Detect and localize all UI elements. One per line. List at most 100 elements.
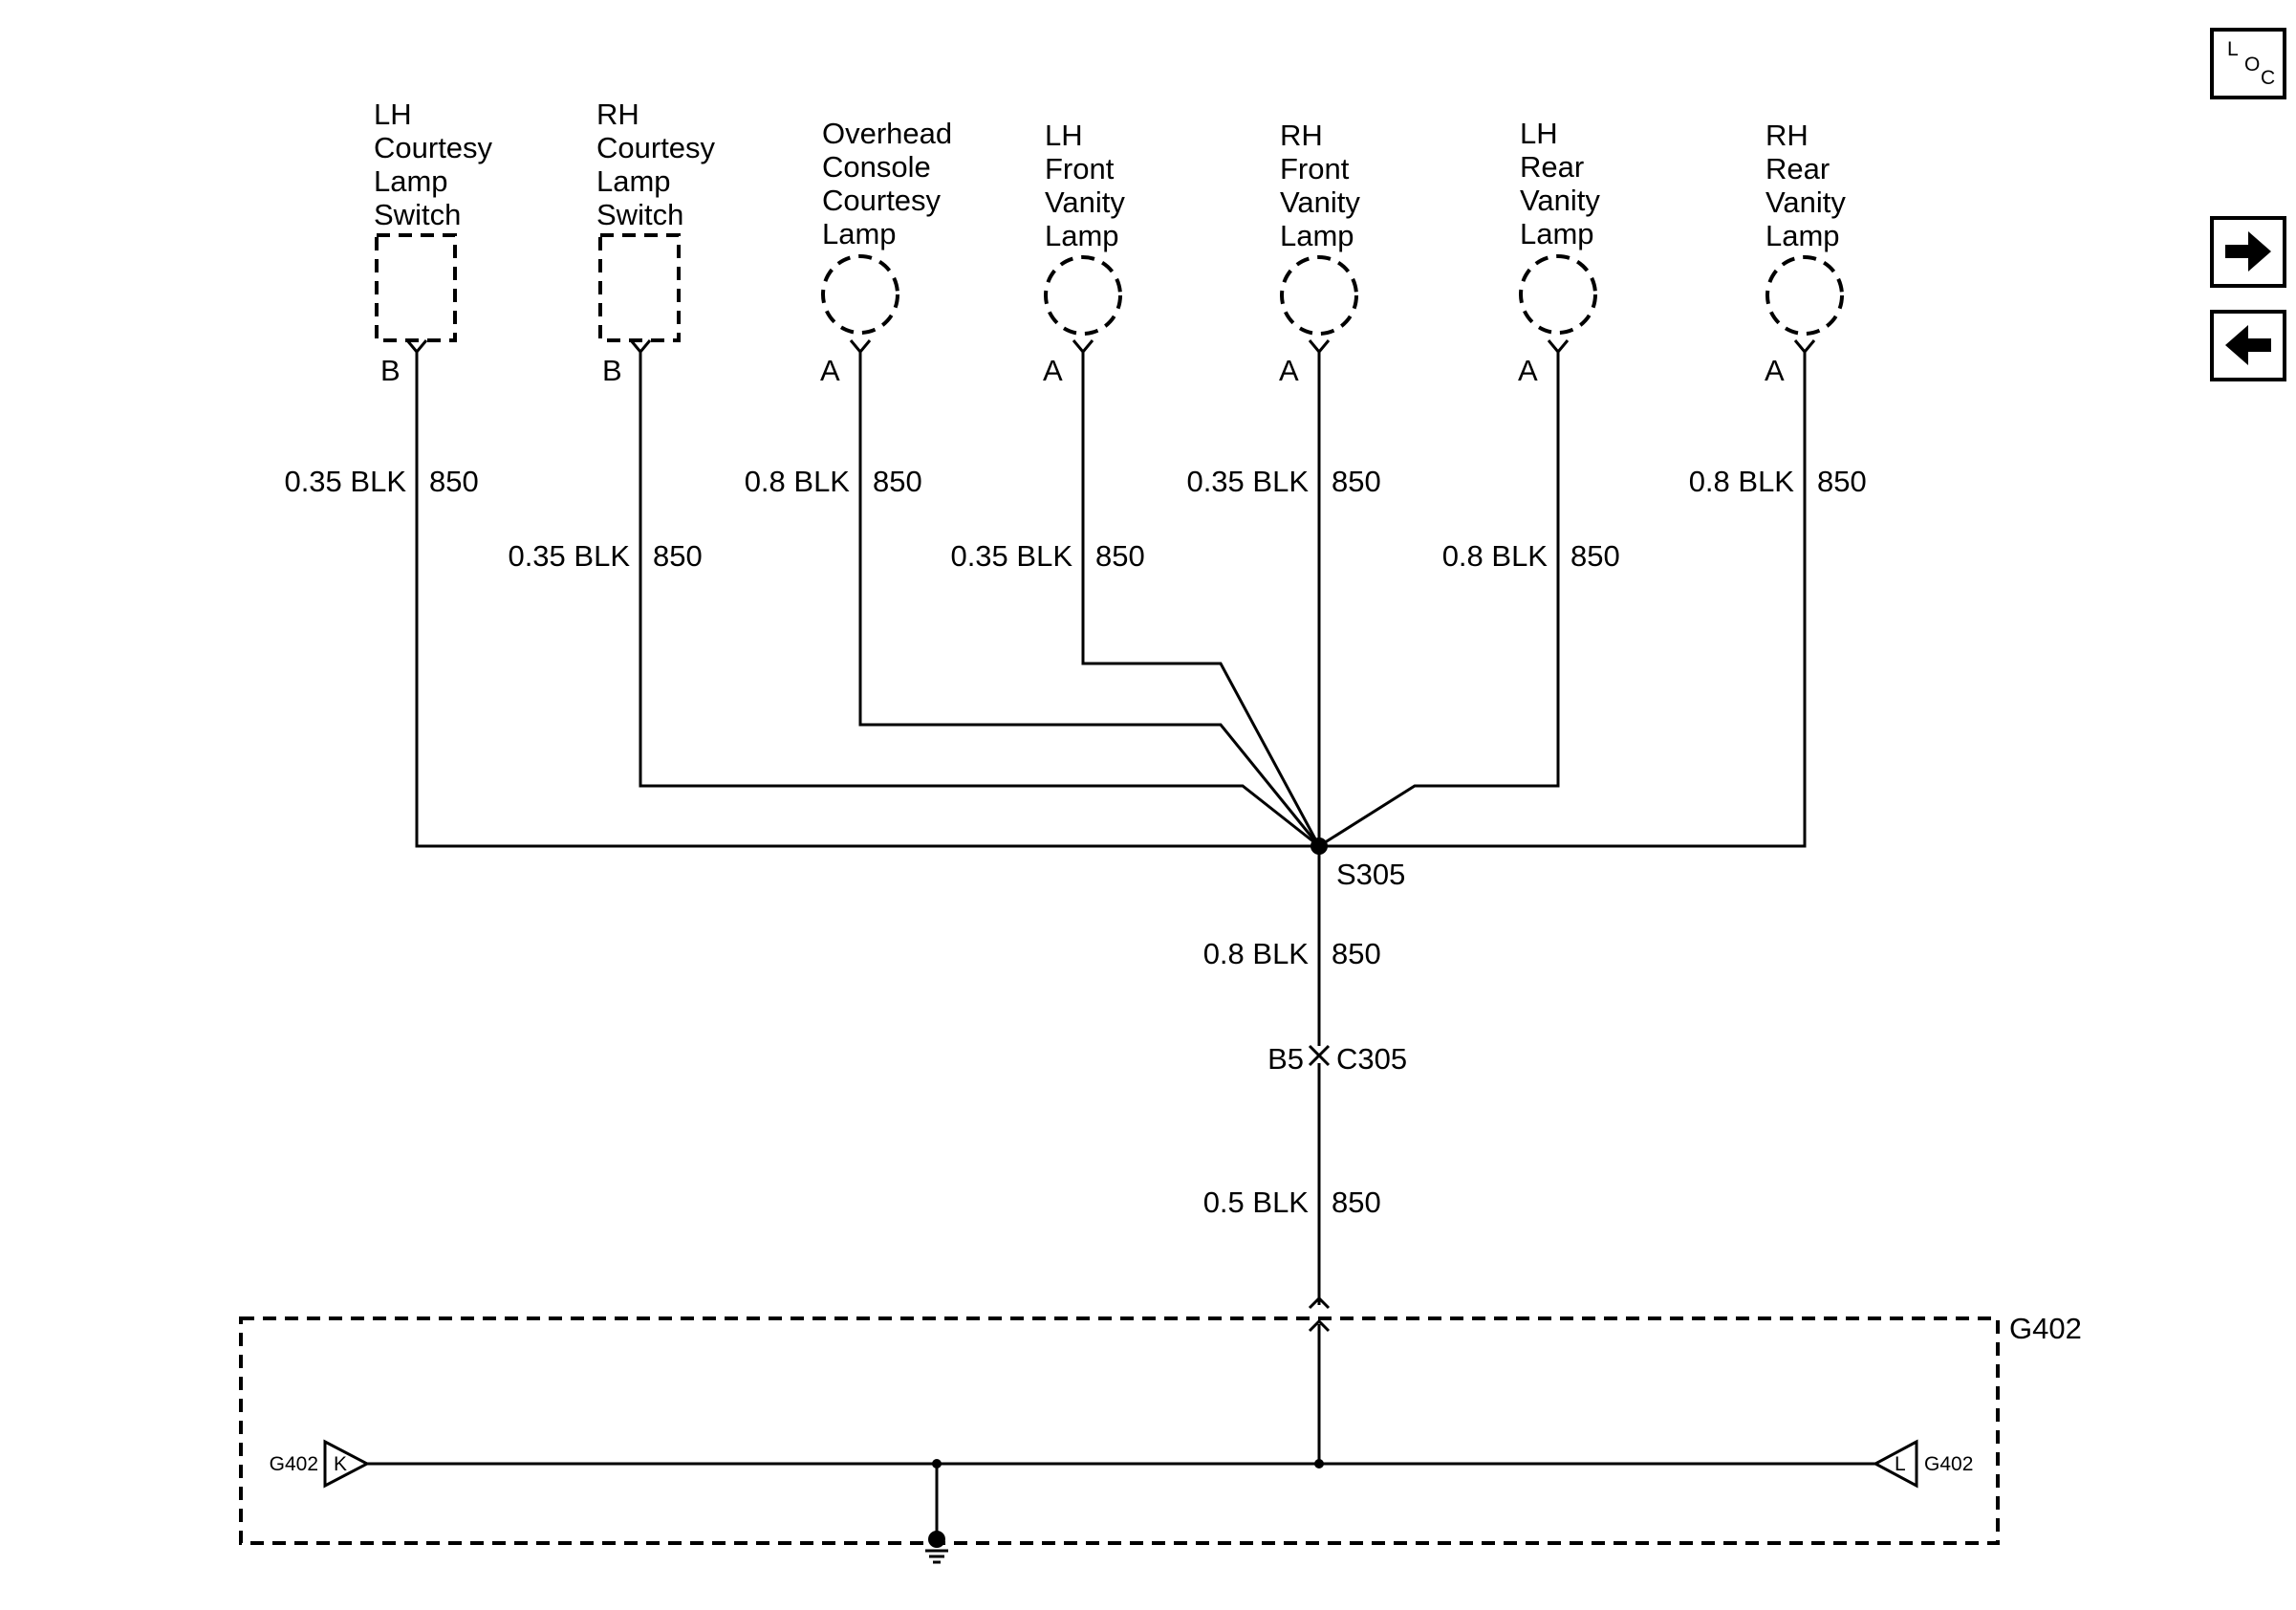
rh-courtesy-switch-symbol: [598, 233, 681, 342]
pin-label: A: [1765, 354, 1785, 387]
svg-text:Lamp: Lamp: [1520, 217, 1594, 250]
svg-text:LH: LH: [1520, 117, 1558, 150]
ground-icon: [925, 1531, 948, 1564]
pin-label: A: [1518, 354, 1538, 387]
wire-label-lh-rear-vanity-lamp: 0.8 BLK 850: [1442, 539, 1620, 573]
svg-text:850: 850: [1095, 539, 1145, 573]
lh-front-vanity-lamp-label: LH Front Vanity Lamp: [1045, 119, 1125, 252]
svg-text:Vanity: Vanity: [1280, 185, 1360, 219]
overhead-console-lamp-symbol: [821, 254, 899, 335]
svg-text:Lamp: Lamp: [1765, 219, 1840, 252]
back-button[interactable]: [2210, 310, 2286, 381]
svg-text:Lamp: Lamp: [374, 164, 448, 198]
svg-text:Front: Front: [1045, 152, 1115, 185]
wires: [415, 352, 1807, 1464]
svg-text:Lamp: Lamp: [1045, 219, 1119, 252]
svg-text:850: 850: [1817, 465, 1867, 498]
svg-text:Overhead: Overhead: [822, 117, 952, 150]
svg-text:LH: LH: [374, 98, 412, 131]
svg-text:0.8 BLK: 0.8 BLK: [1203, 937, 1310, 970]
ground-junction: [1314, 1459, 1324, 1469]
wire-label-rh-rear-vanity-lamp: 0.8 BLK 850: [1689, 465, 1867, 498]
rh-rear-vanity-lamp-label: RH Rear Vanity Lamp: [1765, 119, 1846, 252]
wire-label-lh-front-vanity-lamp: 0.35 BLK 850: [950, 539, 1144, 573]
svg-text:G402: G402: [270, 1453, 318, 1475]
lh-front-vanity-lamp-symbol: [1044, 255, 1122, 336]
svg-text:850: 850: [1332, 1186, 1381, 1219]
svg-text:L: L: [1895, 1453, 1906, 1475]
svg-text:Courtesy: Courtesy: [596, 131, 716, 164]
svg-text:LH: LH: [1045, 119, 1083, 152]
svg-text:K: K: [334, 1453, 347, 1475]
svg-text:Courtesy: Courtesy: [374, 131, 493, 164]
svg-text:0.8 BLK: 0.8 BLK: [745, 465, 851, 498]
rh-front-vanity-lamp-label: RH Front Vanity Lamp: [1280, 119, 1360, 252]
triangle-left-icon: [1872, 1439, 1918, 1489]
rh-front-vanity-lamp-symbol: [1280, 255, 1358, 336]
ground-block-border: [239, 1316, 2000, 1545]
svg-text:RH: RH: [1765, 119, 1809, 152]
svg-text:RH: RH: [1280, 119, 1323, 152]
pin-label: B: [380, 354, 401, 387]
triangle-right-icon: [323, 1439, 371, 1489]
loc-button[interactable]: L O C: [2210, 28, 2286, 99]
svg-text:Vanity: Vanity: [1520, 184, 1600, 217]
splice-label: S305: [1336, 858, 1405, 891]
svg-text:0.35 BLK: 0.35 BLK: [1186, 465, 1309, 498]
svg-text:Rear: Rear: [1765, 152, 1830, 185]
connector-pin-label: B5: [1267, 1042, 1304, 1076]
ground-block-label: G402: [2009, 1312, 2082, 1345]
svg-text:0.5 BLK: 0.5 BLK: [1203, 1186, 1310, 1219]
svg-text:850: 850: [1570, 539, 1620, 573]
splice-node: [1310, 838, 1328, 855]
overhead-console-lamp-label: Overhead Console Courtesy Lamp: [822, 117, 952, 250]
svg-text:Lamp: Lamp: [1280, 219, 1354, 252]
svg-text:850: 850: [1332, 937, 1381, 970]
forward-button[interactable]: [2210, 216, 2286, 288]
pin-label: A: [820, 354, 840, 387]
wire-label-overhead-console-lamp: 0.8 BLK 850: [745, 465, 922, 498]
svg-text:0.35 BLK: 0.35 BLK: [284, 465, 406, 498]
pin-label: A: [1043, 354, 1063, 387]
arrow-right-icon: [2225, 231, 2271, 272]
arrow-left-icon: [2225, 325, 2271, 365]
ground-junction: [932, 1459, 942, 1469]
wire-label-lh-courtesy-switch: 0.35 BLK 850: [284, 465, 478, 498]
svg-text:Rear: Rear: [1520, 150, 1584, 184]
svg-text:Lamp: Lamp: [596, 164, 671, 198]
wire-label-rh-front-vanity-lamp: 0.35 BLK 850: [1186, 465, 1380, 498]
svg-text:850: 850: [1332, 465, 1381, 498]
rh-rear-vanity-lamp-symbol: [1765, 255, 1844, 336]
ground-bus: [367, 1462, 1875, 1534]
svg-text:0.35 BLK: 0.35 BLK: [950, 539, 1072, 573]
svg-text:0.35 BLK: 0.35 BLK: [508, 539, 630, 573]
ground-connector-symbol: [1308, 1295, 1331, 1333]
wire-label-rh-courtesy-switch: 0.35 BLK 850: [508, 539, 702, 573]
svg-text:Console: Console: [822, 150, 931, 184]
svg-text:L: L: [2227, 38, 2239, 60]
svg-text:Courtesy: Courtesy: [822, 184, 942, 217]
ground-ref-left[interactable]: K G402: [270, 1439, 371, 1489]
svg-text:Lamp: Lamp: [822, 217, 897, 250]
svg-text:850: 850: [873, 465, 922, 498]
pin-label: A: [1279, 354, 1299, 387]
svg-text:850: 850: [653, 539, 703, 573]
wire-label-trunk-upper: 0.8 BLK 850: [1203, 937, 1381, 970]
svg-text:RH: RH: [596, 98, 639, 131]
loc-icon: L O C: [2227, 38, 2275, 89]
lh-courtesy-switch-symbol: [375, 233, 457, 342]
svg-text:0.8 BLK: 0.8 BLK: [1442, 539, 1549, 573]
svg-text:0.8 BLK: 0.8 BLK: [1689, 465, 1795, 498]
svg-text:Vanity: Vanity: [1765, 185, 1846, 219]
connector-c305-symbol: [1308, 1044, 1331, 1067]
wire-label-trunk-lower: 0.5 BLK 850: [1203, 1186, 1381, 1219]
svg-text:Switch: Switch: [374, 198, 461, 231]
lh-rear-vanity-lamp-symbol: [1519, 254, 1597, 335]
lh-courtesy-switch-label: LH Courtesy Lamp Switch: [374, 98, 493, 231]
svg-text:O: O: [2244, 54, 2260, 76]
ground-ref-right[interactable]: L G402: [1872, 1439, 1973, 1489]
lh-rear-vanity-lamp-label: LH Rear Vanity Lamp: [1520, 117, 1600, 250]
pin-label: B: [602, 354, 622, 387]
svg-text:Switch: Switch: [596, 198, 683, 231]
